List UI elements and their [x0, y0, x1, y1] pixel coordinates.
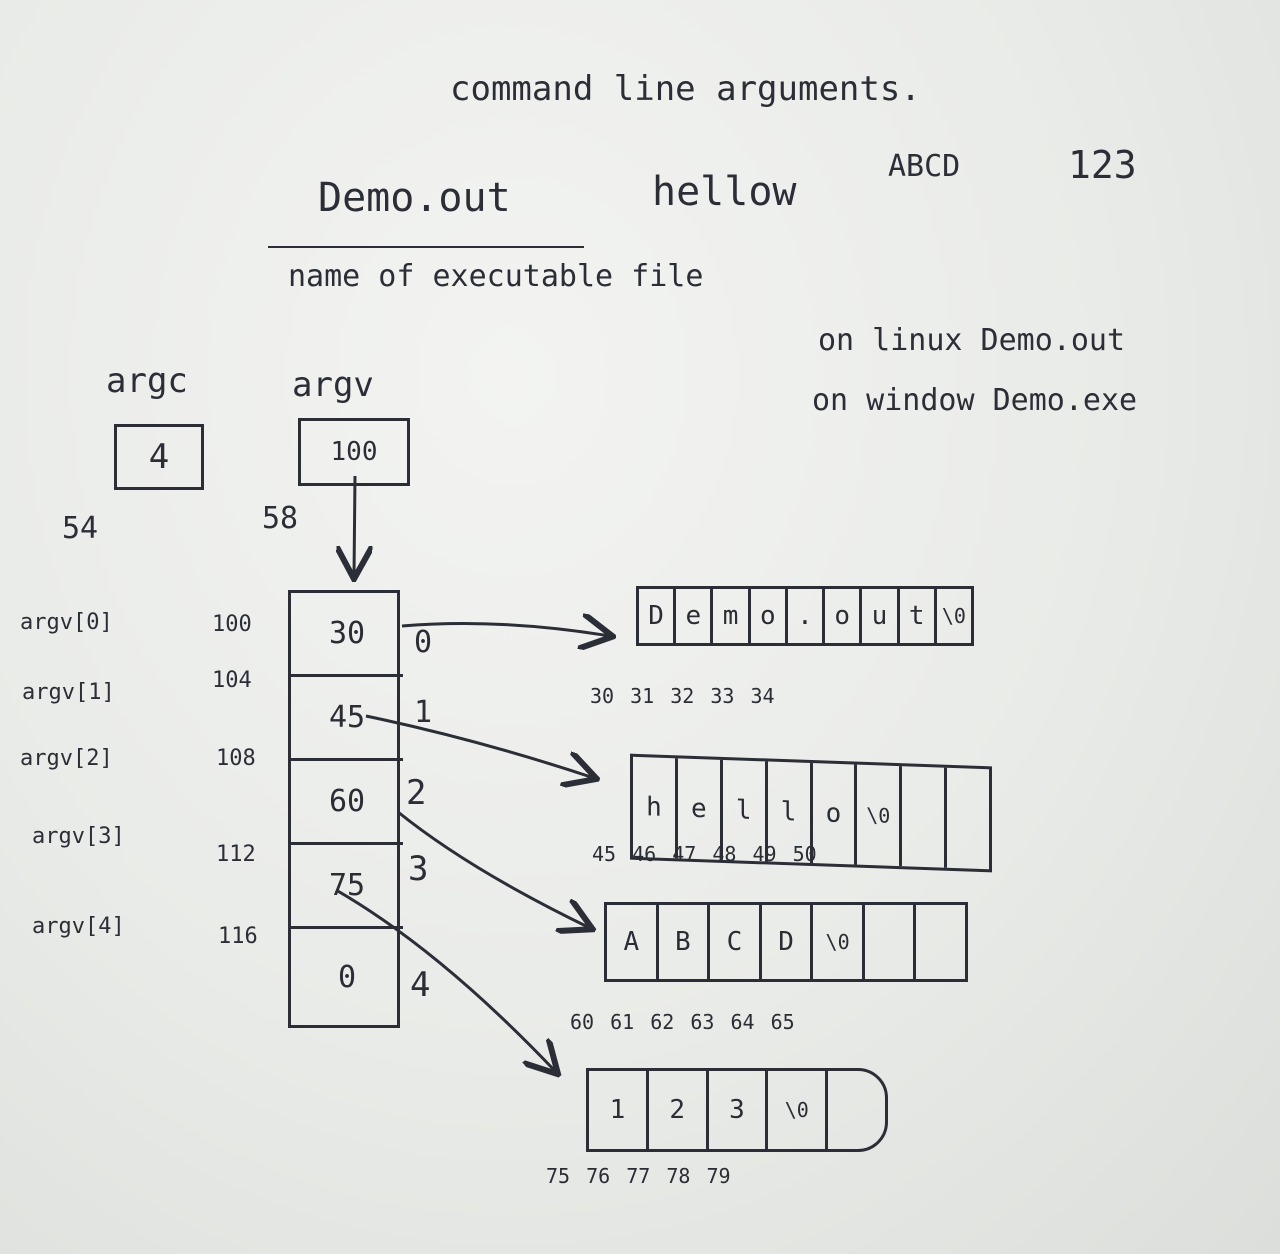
- argv-cell-0: 30: [291, 593, 403, 677]
- arrow-argv1: [365, 714, 594, 778]
- char-3-0: 1: [589, 1071, 649, 1149]
- char-0-2: m: [713, 589, 751, 643]
- char-2-1: B: [659, 905, 711, 979]
- program-name: Demo.out: [318, 175, 511, 221]
- char-0-8: \0: [941, 604, 966, 628]
- arrow-argv0: [401, 624, 610, 636]
- arg-3: 123: [1068, 143, 1137, 187]
- char-0-3: o: [751, 589, 788, 643]
- argv-label-4: argv[4]: [32, 914, 125, 939]
- argv-address-2: 108: [216, 746, 256, 771]
- program-underline: [268, 246, 584, 248]
- argv-address-0: 100: [212, 612, 252, 637]
- program-caption: name of executable file: [288, 259, 704, 294]
- argv-label: argv: [292, 365, 374, 405]
- char-0-5: o: [825, 589, 863, 643]
- char-2-4: \0: [813, 905, 865, 979]
- arg-1: hellow: [652, 169, 797, 215]
- char-2-3: D: [762, 905, 814, 979]
- string-addresses-2: 60 61 62 63 64 65: [570, 1010, 795, 1034]
- char-3-1: 2: [649, 1071, 709, 1149]
- argv-index-1: 1: [414, 695, 433, 730]
- string-addresses-3: 75 76 77 78 79: [546, 1164, 731, 1188]
- argc-address: 54: [62, 511, 99, 546]
- arrow-argv3: [335, 888, 556, 1072]
- char-0-7: t: [900, 589, 937, 643]
- string-box-2: A B C D \0: [604, 902, 968, 982]
- char-0-1: e: [676, 589, 714, 643]
- arrow-argv2: [397, 810, 590, 928]
- argv-to-array-arrow: [354, 475, 355, 576]
- argv-box: 100: [298, 418, 410, 486]
- argv-label-2: argv[2]: [20, 746, 113, 771]
- char-0-6: u: [862, 589, 900, 643]
- argc-label: argc: [106, 361, 188, 401]
- argv-cell-2: 60: [291, 761, 403, 845]
- argv-label-0: argv[0]: [20, 610, 113, 635]
- argv-cell-4: 0: [337, 959, 357, 995]
- argc-value: 4: [148, 437, 170, 477]
- char-3-3: \0: [768, 1071, 829, 1149]
- argv-index-4: 4: [410, 965, 431, 1005]
- windows-note: on window Demo.exe: [812, 383, 1138, 418]
- string-addresses-0: 30 31 32 33 34: [590, 684, 775, 708]
- string-addresses-1: 45 46 47 48 49 50: [592, 842, 817, 866]
- diagram-title: command line arguments.: [450, 69, 921, 109]
- char-2-5: [865, 905, 917, 979]
- char-0-0: D: [639, 589, 677, 643]
- arg-2: ABCD: [888, 149, 961, 184]
- argv-address-1: 104: [212, 668, 252, 693]
- char-0-4: .: [788, 589, 826, 643]
- argv-label-1: argv[1]: [22, 680, 115, 705]
- argv-address: 58: [262, 501, 299, 536]
- argv-cell-1: 45: [291, 677, 403, 761]
- argv-label-3: argv[3]: [32, 824, 125, 849]
- linux-note: on linux Demo.out: [818, 323, 1126, 358]
- argv-index-2: 2: [406, 773, 427, 813]
- argv-index-0: 0: [414, 625, 433, 660]
- argc-box: 4: [114, 424, 204, 490]
- argv-address-4: 116: [218, 924, 258, 949]
- argv-index-3: 3: [408, 849, 429, 889]
- char-3-2: 3: [709, 1071, 769, 1149]
- char-2-0: A: [607, 905, 659, 979]
- string-box-3: 1 2 3 \0: [586, 1068, 888, 1152]
- char-2-2: C: [710, 905, 762, 979]
- argv-address-3: 112: [216, 842, 256, 867]
- string-box-0: D e m o . o u t \0: [636, 586, 974, 646]
- argv-array: 30 45 60 75 0: [288, 590, 403, 1028]
- argv-value: 100: [330, 437, 378, 467]
